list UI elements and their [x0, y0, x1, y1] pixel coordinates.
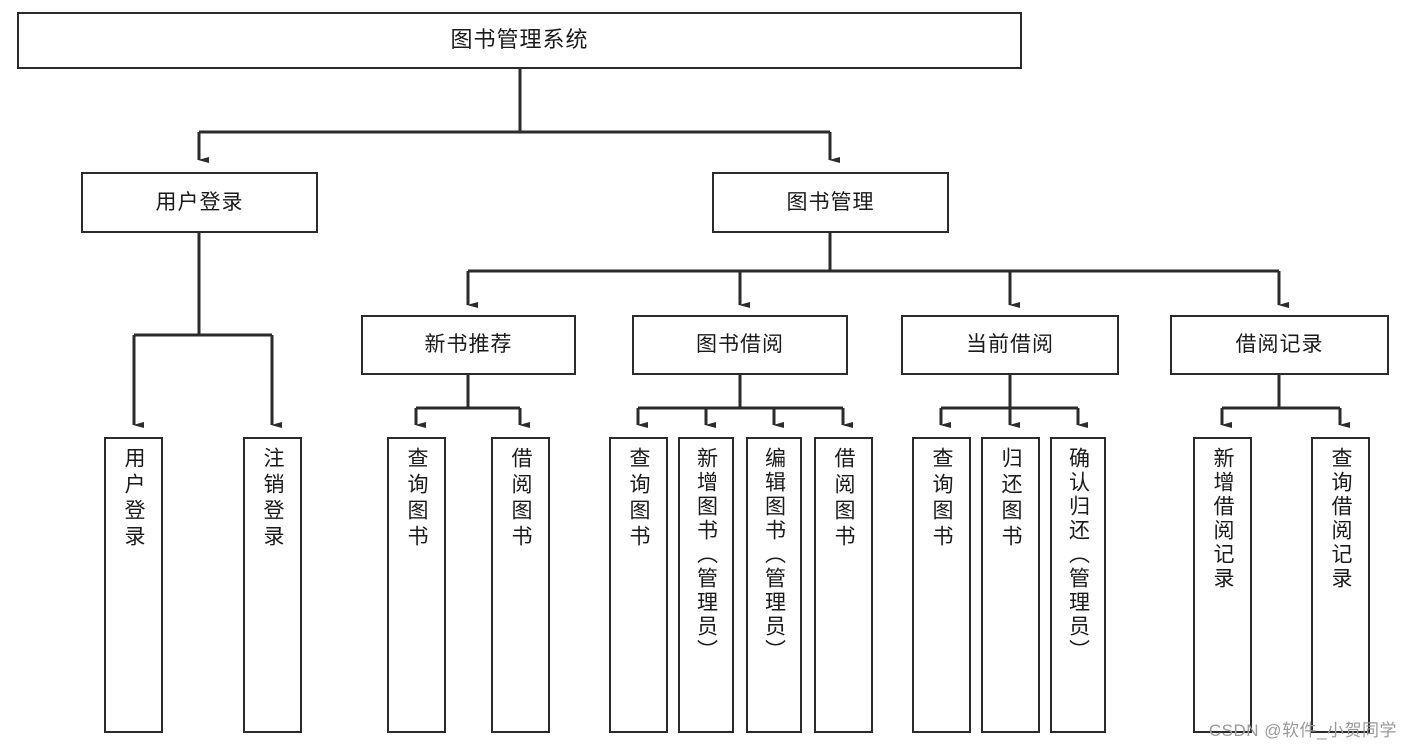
node-borrow-record[interactable]: 借阅记录 [1170, 315, 1389, 375]
watermark-text: CSDN @软件_小贺同学 [1208, 721, 1397, 740]
node-borrow-record-label: 借阅记录 [1235, 333, 1324, 357]
node-leaf-add-book-label: 新增图书（管理员） [694, 447, 718, 663]
node-leaf-user-login[interactable]: 用户登录 [104, 437, 163, 733]
node-leaf-query-book-b-label: 查询图书 [627, 447, 650, 551]
node-book-borrow-label: 图书借阅 [696, 333, 784, 357]
node-user-login-label: 用户登录 [155, 190, 244, 214]
node-leaf-query-record-label: 查询借阅记录 [1329, 447, 1352, 591]
node-leaf-add-record-label: 新增借阅记录 [1211, 447, 1234, 591]
node-leaf-user-login-label: 用户登录 [122, 447, 145, 551]
node-root[interactable]: 图书管理系统 [17, 12, 1022, 69]
node-book-manage[interactable]: 图书管理 [712, 172, 949, 233]
node-leaf-user-logout-label: 注销登录 [261, 447, 284, 551]
node-current-borrow-label: 当前借阅 [966, 333, 1054, 357]
node-leaf-query-book-c[interactable]: 查询图书 [912, 437, 971, 733]
node-leaf-edit-book[interactable]: 编辑图书（管理员） [746, 437, 802, 733]
node-root-label: 图书管理系统 [450, 27, 589, 53]
node-book-manage-label: 图书管理 [786, 190, 875, 214]
node-current-borrow[interactable]: 当前借阅 [901, 315, 1119, 375]
node-leaf-confirm-return-label: 确认归还（管理员） [1066, 447, 1090, 663]
node-leaf-borrow-book-a-label: 借阅图书 [509, 447, 532, 551]
node-new-book-recommend[interactable]: 新书推荐 [361, 315, 576, 375]
node-leaf-add-book[interactable]: 新增图书（管理员） [678, 437, 734, 733]
node-leaf-borrow-book-b-label: 借阅图书 [832, 447, 855, 551]
node-leaf-edit-book-label: 编辑图书（管理员） [762, 447, 786, 663]
node-leaf-borrow-book-a[interactable]: 借阅图书 [491, 437, 550, 733]
node-leaf-user-logout[interactable]: 注销登录 [243, 437, 302, 733]
node-leaf-add-record[interactable]: 新增借阅记录 [1193, 437, 1252, 733]
node-leaf-query-record[interactable]: 查询借阅记录 [1311, 437, 1370, 733]
node-user-login[interactable]: 用户登录 [81, 172, 318, 233]
node-leaf-query-book-b[interactable]: 查询图书 [609, 437, 668, 733]
node-leaf-query-book-a-label: 查询图书 [405, 447, 428, 551]
node-leaf-return-book-label: 归还图书 [999, 447, 1022, 551]
node-leaf-confirm-return[interactable]: 确认归还（管理员） [1050, 437, 1106, 733]
node-leaf-return-book[interactable]: 归还图书 [981, 437, 1040, 733]
node-leaf-borrow-book-b[interactable]: 借阅图书 [814, 437, 873, 733]
node-leaf-query-book-c-label: 查询图书 [930, 447, 953, 551]
node-leaf-query-book-a[interactable]: 查询图书 [387, 437, 446, 733]
node-book-borrow[interactable]: 图书借阅 [632, 315, 848, 375]
node-new-book-recommend-label: 新书推荐 [424, 333, 513, 357]
